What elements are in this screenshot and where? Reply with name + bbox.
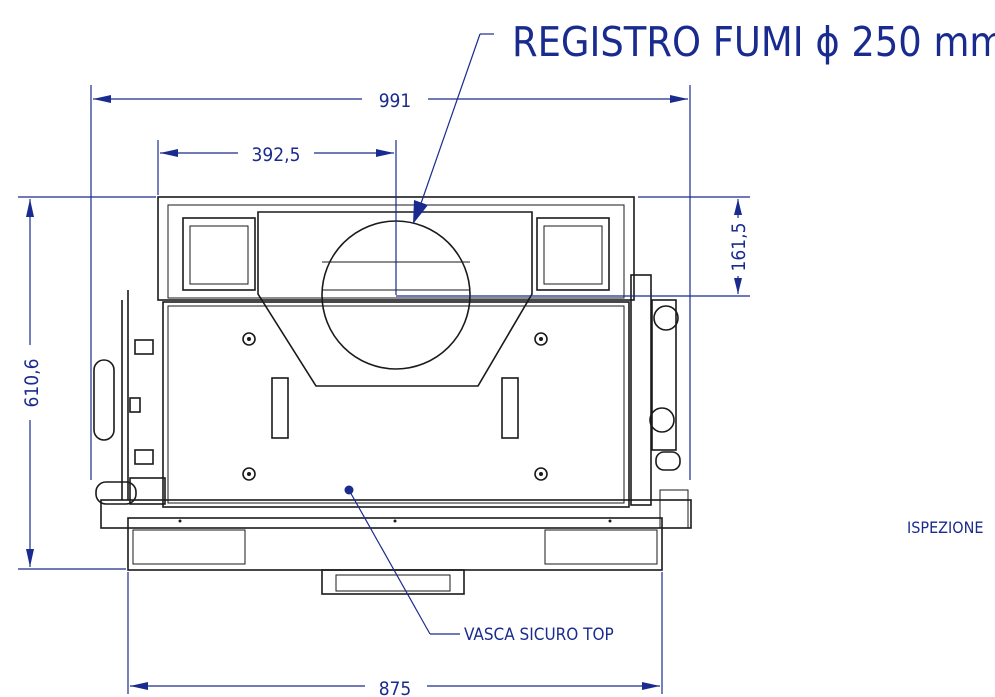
dimension-flue-offset-y [396, 196, 750, 297]
flue-register-label: REGISTRO FUMI ϕ 250 mm [512, 18, 995, 66]
dimension-flue-offset-x [157, 140, 397, 295]
dimension-width-base [127, 572, 663, 694]
inspection-label: ISPEZIONE [907, 518, 983, 537]
flue-offset-y-label: 161,5 [728, 223, 750, 272]
flue-register-leader [413, 33, 494, 224]
tank-label: VASCA SICURO TOP [464, 625, 614, 645]
height-total-label: 610,6 [21, 359, 43, 408]
width-base-label: 875 [379, 678, 412, 697]
dimension-width-total [90, 85, 691, 480]
tank-leader [344, 485, 460, 635]
stove-outline [93, 196, 692, 595]
dimension-height-total [18, 196, 156, 570]
width-total-label: 991 [379, 90, 412, 112]
flue-offset-x-label: 392,5 [252, 144, 301, 166]
